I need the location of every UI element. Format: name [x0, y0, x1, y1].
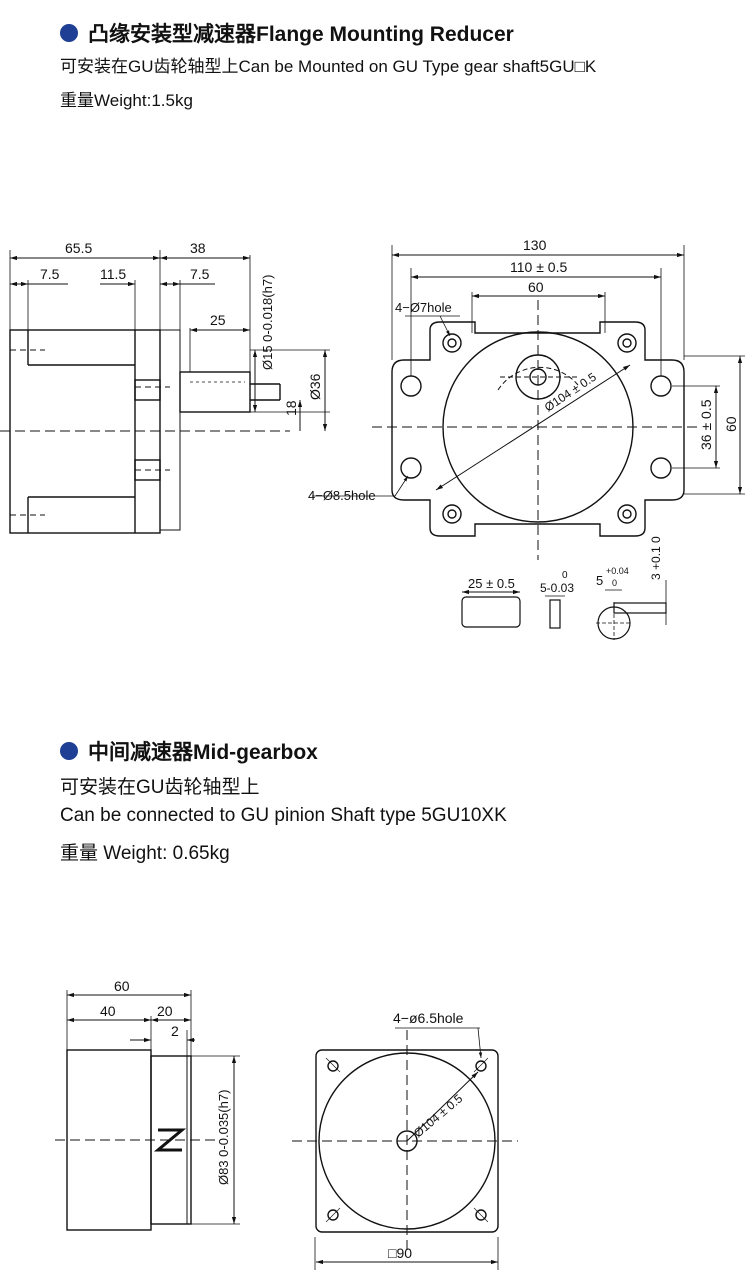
- hole-8-5-label: 4−Ø8.5hole: [308, 488, 376, 503]
- flange-weight-text: 重量Weight:1.5kg: [60, 91, 193, 110]
- dim-11-5: 11.5: [100, 266, 126, 282]
- mid-dim-2: 2: [171, 1023, 179, 1039]
- mid-front-view: [292, 1027, 518, 1270]
- bullet-icon: [60, 742, 78, 760]
- mid-dim-83: Ø83 0-0.035(h7): [216, 1090, 231, 1185]
- dim-110: 110 ± 0.5: [510, 259, 567, 275]
- mid-weight-text: 重量 Weight: 0.65kg: [60, 843, 230, 864]
- flange-side-view: [0, 250, 330, 534]
- key-5b-sub: 0: [612, 578, 617, 588]
- flange-title-text: 凸缘安装型减速器Flange Mounting Reducer: [88, 23, 514, 46]
- dim-7-5-left: 7.5: [40, 266, 60, 282]
- key-5b-sup: +0.04: [606, 566, 629, 576]
- mid-side-view: [55, 990, 240, 1231]
- dim-shaft-dia: Ø15 0-0.018(h7): [260, 275, 275, 370]
- dim-65-5: 65.5: [65, 240, 92, 256]
- flange-mount-text: 可安装在GU齿轮轴型上Can be Mounted on GU Type gea…: [60, 57, 597, 76]
- mid-title-text: 中间减速器Mid-gearbox: [88, 741, 318, 764]
- dim-38: 38: [190, 240, 206, 256]
- dim-60-vert: 60: [723, 416, 739, 432]
- dim-25: 25: [210, 312, 226, 328]
- dim-60: 60: [528, 279, 544, 295]
- key-5b: 5: [596, 573, 603, 588]
- mid-dim-60: 60: [114, 978, 130, 994]
- mid-dim-20: 20: [157, 1003, 173, 1019]
- mid-pcd-label: Ø104 ± 0.5: [411, 1091, 466, 1140]
- key-details: [461, 580, 667, 640]
- flange-section-title: 凸缘安装型减速器Flange Mounting Reducer: [60, 18, 514, 48]
- dim-130: 130: [523, 237, 547, 253]
- dim-18: 18: [283, 400, 299, 416]
- flange-side-labels: 65.5 38 7.5 11.5 7.5 25 Ø15 0-0.018(h7) …: [40, 240, 323, 416]
- mid-section-title: 中间减速器Mid-gearbox: [60, 736, 318, 766]
- key-3: 3 +0.1 0: [649, 536, 663, 580]
- bullet-icon: [60, 24, 78, 42]
- mid-dim-40: 40: [100, 1003, 116, 1019]
- key-5a-top: 0: [562, 570, 568, 581]
- dim-36-tol: 36 ± 0.5: [698, 399, 714, 450]
- mid-square-label: □90: [388, 1245, 412, 1261]
- key-25: 25 ± 0.5: [468, 576, 515, 591]
- dim-36-dia: Ø36: [307, 373, 323, 400]
- pcd-label: Ø104 ± 0.5: [542, 370, 599, 415]
- mid-mount-text: 可安装在GU齿轮轴型上: [60, 777, 260, 798]
- mid-side-labels: 60 40 20 2 Ø83 0-0.035(h7): [100, 978, 231, 1185]
- mid-shaft-text: Can be connected to GU pinion Shaft type…: [60, 805, 507, 826]
- mid-hole-label: 4−ø6.5hole: [393, 1010, 464, 1026]
- dim-7-5-right: 7.5: [190, 266, 210, 282]
- flange-front-view: [312, 245, 745, 560]
- mid-front-labels: 4−ø6.5hole Ø104 ± 0.5 □90: [388, 1010, 466, 1261]
- key-5a: 5-0.03: [540, 581, 574, 595]
- hole-7-label: 4−Ø7hole: [395, 300, 452, 315]
- key-labels: 25 ± 0.5 0 5-0.03 5 +0.04 0 3 +0.1 0: [468, 536, 663, 595]
